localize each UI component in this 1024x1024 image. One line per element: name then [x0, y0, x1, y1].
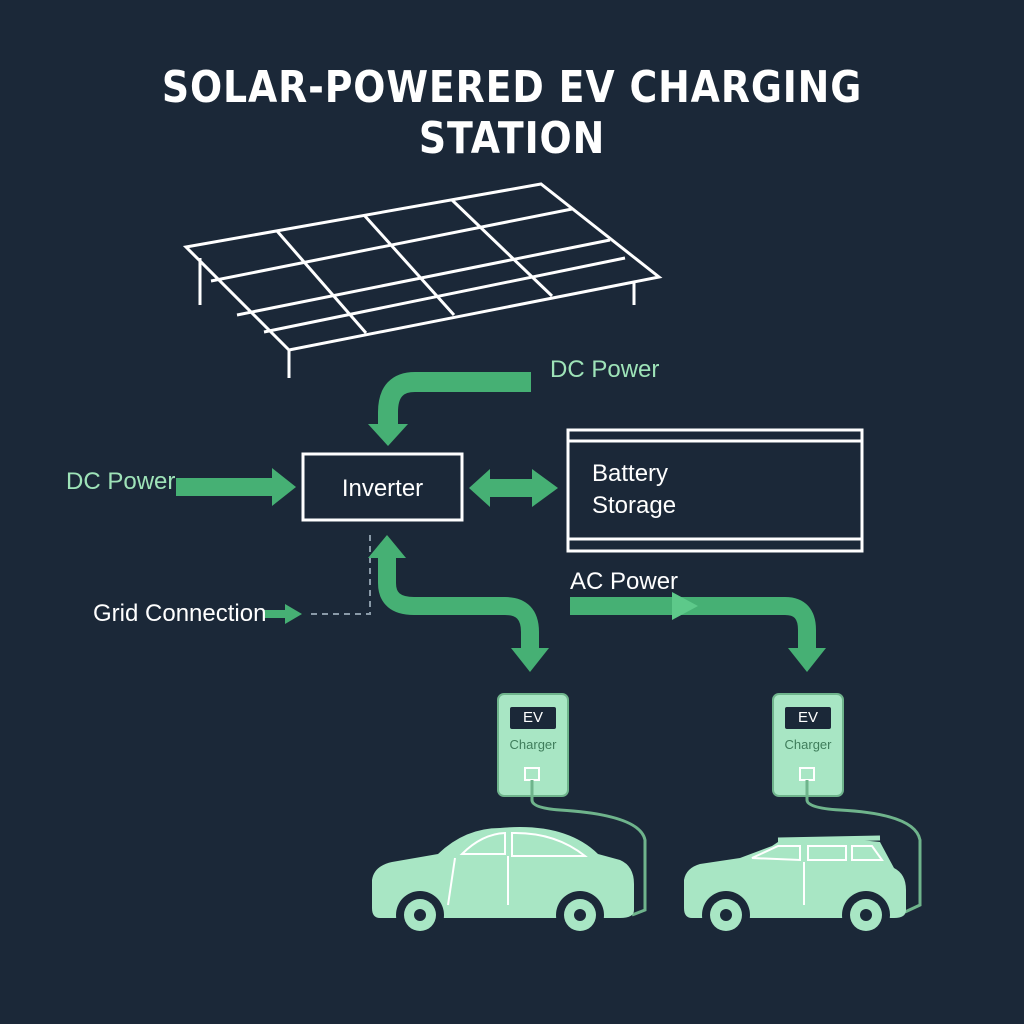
charger1-sub: Charger [509, 737, 557, 752]
car-sedan-icon [372, 827, 634, 939]
charger1-tag: EV [510, 707, 556, 729]
car-suv-icon [684, 835, 906, 939]
inverter-charger1-arrow [368, 535, 549, 672]
inverter-label: Inverter [341, 475, 424, 502]
battery-label-line2: Storage [592, 492, 677, 519]
dc-power-arrow-top [368, 372, 531, 446]
dc-power-label-left: DC Power [66, 468, 176, 495]
battery-storage-box [566, 428, 864, 553]
dc-power-arrow-left [176, 468, 296, 506]
page-title: SOLAR-POWERED EV CHARGING STATION [161, 62, 863, 164]
inverter-battery-arrow [469, 469, 558, 507]
inverter-box [301, 452, 464, 522]
charger2-tag: EV [785, 707, 831, 729]
ac-power-label: AC Power [570, 568, 679, 595]
charger2-sub: Charger [784, 737, 832, 752]
battery-label-line1: Battery [592, 460, 669, 487]
ac-power-arrow [570, 592, 826, 672]
grid-connection-label: Grid Connection [93, 600, 267, 627]
solar-panel-array [182, 182, 663, 378]
dc-power-label-top: DC Power [550, 356, 660, 383]
grid-connection-arrow [263, 532, 371, 624]
